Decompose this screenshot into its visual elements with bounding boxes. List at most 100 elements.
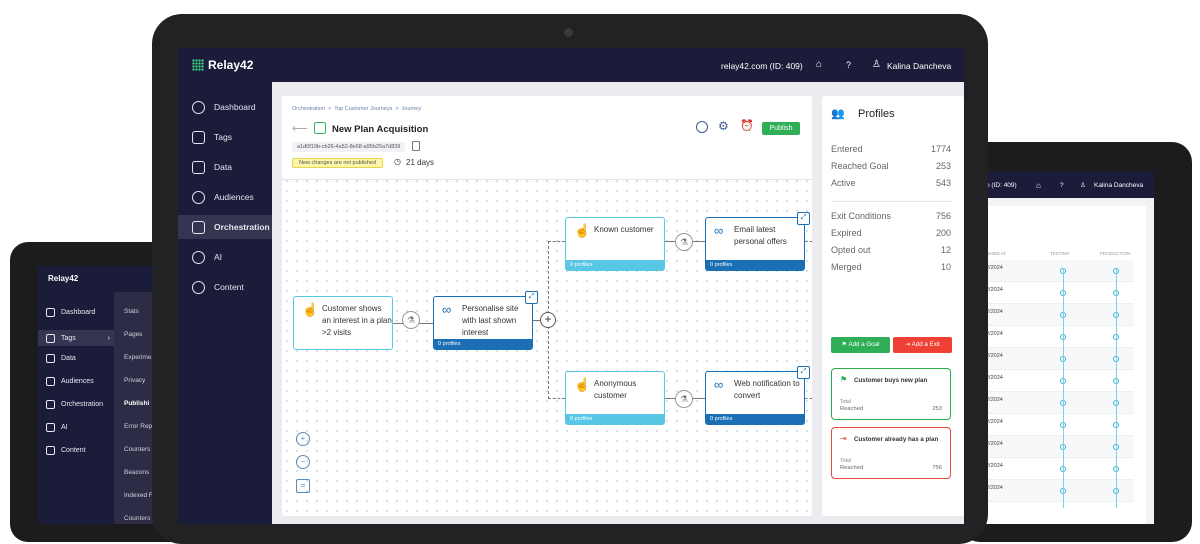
right-user-name[interactable]: Kalina Dancheva [1094,182,1144,189]
help-icon[interactable]: ? [846,60,852,70]
add-exit-button[interactable]: ⇥ Add a Exit [893,337,952,353]
published-date: 2/2024 [986,331,1003,337]
breadcrumb-journey[interactable]: Journey [401,106,422,112]
sub-item[interactable]: Counters [124,515,151,522]
sub-item[interactable]: Counters [124,446,151,453]
unpublished-badge: New changes are not published [292,158,384,168]
audiences-icon [46,377,55,386]
ai-icon [192,250,205,264]
node-web-notification[interactable]: ∞ Web notification to convert 0 profiles… [705,366,810,425]
exit-card[interactable]: ⇥ Customer already has a plan Total Reac… [831,427,951,479]
users-icon: 👥 [831,108,845,120]
expand-icon[interactable]: ⤢ [797,366,810,379]
table-row[interactable]: 2/2024 [984,260,1134,282]
fit-screen-icon[interactable]: ⌗ [296,479,310,493]
node-anonymous-customer[interactable]: ☝ Anonymous customer 0 profiles [565,371,665,425]
back-arrow-icon[interactable]: ⟵ [292,123,308,135]
nav-content[interactable]: Content [178,275,272,299]
sub-item[interactable]: Privacy [124,377,146,384]
node-known-customer[interactable]: ☝ Known customer 0 profiles [565,217,665,271]
left-nav-data[interactable]: Data [46,354,76,363]
hand-pointer-icon: ☝ [302,302,319,317]
left-nav-audiences[interactable]: Audiences [46,377,94,386]
alarm-icon[interactable]: ⏰ [740,120,754,132]
flask-icon[interactable]: ⚗ [402,311,420,329]
profile-count: 0 profiles [566,414,664,424]
logo-icon [192,59,204,71]
node-email[interactable]: ∞ Email latest personal offers 0 profile… [705,212,810,271]
flask-icon[interactable]: ⚗ [675,233,693,251]
sub-item[interactable]: Experime [124,354,152,361]
nav-data[interactable]: Data [178,155,272,179]
copy-icon[interactable] [412,141,420,151]
graduation-cap-icon[interactable]: ⌂ [1036,181,1041,190]
user-name[interactable]: Kalina Dancheva [887,61,952,71]
breadcrumb-orchestration[interactable]: Orchestration [292,106,326,112]
expand-icon[interactable]: ⤢ [797,212,810,225]
sub-item-active[interactable]: Publishi [124,400,150,407]
graduation-cap-icon[interactable]: ⌂ [816,59,823,70]
right-account-label: n (ID: 409) [986,182,1017,189]
published-date: 2/2024 [986,309,1003,315]
table-row[interactable]: 2/2024 [984,282,1134,304]
table-row[interactable]: 2/2024 [984,392,1134,414]
brand-logo[interactable]: Relay42 [192,58,253,72]
data-icon [46,354,55,363]
published-date: 2/2024 [986,265,1003,271]
publish-button[interactable]: Publish [762,122,800,135]
clock-icon: ◷ [394,157,401,166]
link-icon: ∞ [442,302,452,317]
published-date: 2/2024 [986,463,1003,469]
left-nav-ai[interactable]: AI [46,423,68,432]
orchestration-icon [192,220,205,234]
chevron-right-icon: › [107,334,110,342]
nav-tags[interactable]: Tags [178,125,272,149]
sub-item[interactable]: Error Rep [124,423,153,430]
node-trigger[interactable]: ☝ Customer shows an interest in a plan >… [293,296,393,350]
breadcrumb: Orchestration> Top Customer Journeys> Jo… [292,106,422,112]
goal-card[interactable]: ⚑ Customer buys new plan Total Reached 2… [831,368,951,420]
user-icon[interactable]: ♙ [872,59,881,70]
zoom-in-icon[interactable]: + [296,432,310,446]
right-help-icon[interactable]: ? [1060,182,1064,189]
table-row[interactable]: 2/2024 [984,326,1134,348]
node-personalise[interactable]: ∞ Personalise site with last shown inter… [433,291,538,350]
breadcrumb-top-journeys[interactable]: Top Customer Journeys [334,106,393,112]
nav-ai[interactable]: AI [178,245,272,269]
add-step-button[interactable]: + [540,312,556,328]
connector [805,398,812,399]
nav-audiences[interactable]: Audiences [178,185,272,209]
left-nav-dashboard[interactable]: Dashboard [46,308,95,317]
divider [831,201,953,202]
table-row[interactable]: 2/2024 [984,348,1134,370]
zoom-out-icon[interactable]: − [296,455,310,469]
table-row[interactable]: 2/2024 [984,304,1134,326]
add-goal-button[interactable]: ⚑ Add a Goal [831,337,890,353]
left-nav-content[interactable]: Content [46,446,86,455]
published-date: 2/2024 [986,375,1003,381]
nav-orchestration[interactable]: Orchestration [178,215,272,239]
col-production-header: PRODUCTION [1100,251,1131,256]
flask-icon[interactable]: ⚗ [675,390,693,408]
table-row[interactable]: 2/2024 [984,414,1134,436]
nav-dashboard[interactable]: Dashboard [178,95,272,119]
left-nav-tags[interactable]: Tags› [38,330,114,346]
sub-item[interactable]: Beacons [124,469,150,476]
profile-count: 0 profiles [566,260,664,270]
left-nav-orchestration[interactable]: Orchestration [46,400,103,409]
sub-item[interactable]: Stats [124,308,139,315]
user-icon[interactable]: ♙ [1080,182,1086,189]
sub-item[interactable]: Indexed F [124,492,153,499]
table-row[interactable]: 2/2024 [984,370,1134,392]
table-row[interactable]: 2/2024 [984,458,1134,480]
stats-icon[interactable] [696,121,708,133]
table-row[interactable]: 2/2024 [984,480,1134,502]
gear-icon[interactable]: ⚙ [718,119,729,133]
published-date: 2/2024 [986,397,1003,403]
table-row[interactable]: 2/2024 [984,436,1134,458]
sub-item[interactable]: Pages [124,331,143,338]
expand-icon[interactable]: ⤢ [525,291,538,304]
